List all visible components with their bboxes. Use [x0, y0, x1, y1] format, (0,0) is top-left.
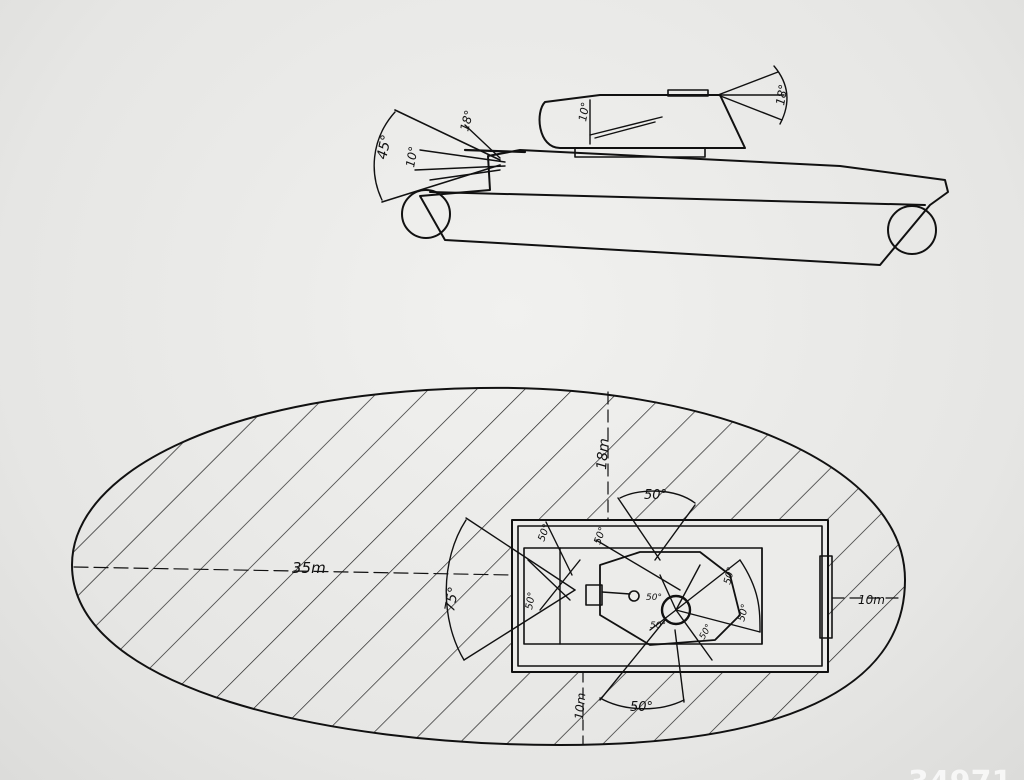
plan-field-of-fire-lines — [445, 490, 761, 710]
turret-side — [538, 89, 746, 158]
label-angle-front-18: 18° — [457, 109, 476, 133]
plan-view: 35m 18m 10m 10m 75° 50° 50° 50° 50° 50° … — [71, 386, 906, 746]
label-angle-rear-18: 18° — [773, 83, 790, 106]
measure-lines — [73, 391, 904, 745]
label-angle-inner-10: 10° — [403, 145, 420, 168]
turret-gun-lines — [589, 116, 663, 139]
side-view-tank: 45° 18° 10° 10° 18° — [373, 65, 949, 266]
label-angle-75: 75° — [442, 585, 462, 612]
label-dist-18m: 18m — [594, 438, 613, 471]
label-angle-50-g: 50° — [650, 621, 666, 631]
front-idler-wheel — [401, 189, 451, 239]
label-dist-35m: 35m — [292, 559, 326, 577]
label-angle-45: 45° — [374, 133, 395, 161]
label-dist-bottom-10m: 10m — [572, 692, 588, 720]
label-angle-50-e: 50° — [736, 603, 751, 623]
rear-elevation-lines — [717, 65, 788, 125]
label-angle-50-c: 50° — [524, 591, 538, 610]
front-field-of-fire-lines — [373, 109, 527, 203]
label-angle-top-50: 50° — [644, 488, 667, 503]
label-dist-rear-10m: 10m — [858, 593, 885, 607]
corner-archive-mark: 34971 — [908, 765, 1012, 780]
rear-drive-wheel — [887, 205, 937, 255]
tank-hull-side — [401, 149, 949, 266]
label-angle-50-f: 50° — [646, 593, 662, 603]
label-angle-50-d: 50° — [722, 566, 737, 586]
label-angle-turret-10: 10° — [576, 101, 592, 122]
label-angle-bottom-50: 50° — [630, 700, 653, 715]
